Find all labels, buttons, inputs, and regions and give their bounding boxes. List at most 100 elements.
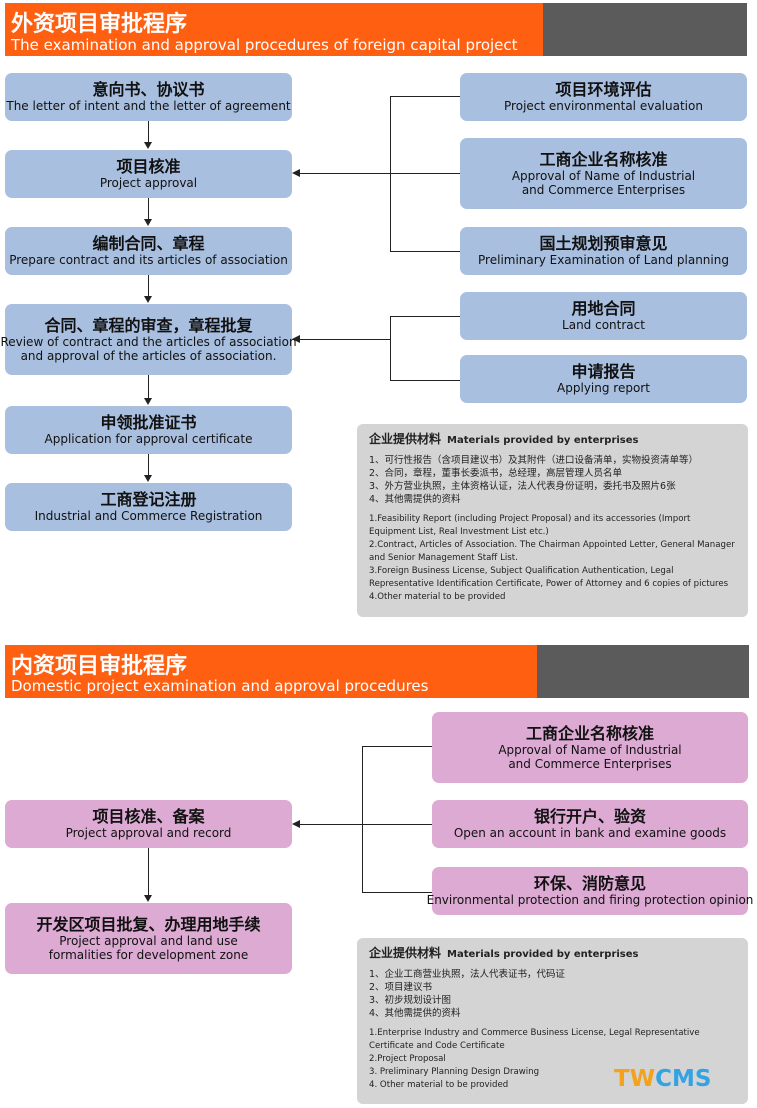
bracket-line [300, 339, 390, 340]
materials-list-en: 1.Enterprise Industry and Commerce Busin… [369, 1027, 738, 1092]
side-label-zh: 国土规划预审意见 [539, 234, 668, 254]
bracket-line [362, 746, 432, 747]
foreign-title-en: The examination and approval procedures … [11, 36, 518, 54]
flow-arrow [144, 219, 152, 226]
flow-connector [148, 198, 149, 220]
flow-connector [148, 375, 149, 399]
bracket-line [362, 746, 363, 892]
domestic-step-development-zone: 开发区项目批复、办理用地手续 Project approval and land… [5, 903, 292, 974]
materials-list-zh: 1、企业工商营业执照，法人代表证书，代码证 2、项目建议书 3、初步规划设计图 … [369, 968, 738, 1020]
side-label-zh: 工商企业名称核准 [539, 149, 668, 169]
foreign-step-registration: 工商登记注册 Industrial and Commerce Registrat… [5, 483, 292, 531]
side-label-en-line2: and Commerce Enterprises [521, 183, 686, 198]
foreign-title-zh: 外资项目审批程序 [11, 12, 188, 37]
step-label-zh: 编制合同、章程 [92, 234, 205, 254]
foreign-step-approval-certificate: 申领批准证书 Application for approval certific… [5, 406, 292, 454]
flow-arrow [144, 142, 152, 149]
step-label-en-line2: and approval of the articles of associat… [20, 349, 277, 364]
step-label-zh: 开发区项目批复、办理用地手续 [36, 914, 261, 934]
bracket-line [300, 173, 460, 174]
step-label-en: The letter of intent and the letter of a… [6, 99, 291, 114]
flow-arrow [292, 335, 300, 343]
domestic-header-banner: 内资项目审批程序 Domestic project examination an… [5, 645, 749, 698]
step-label-en: Application for approval certificate [44, 432, 253, 447]
flow-connector [148, 121, 149, 143]
materials-item: 2、项目建议书 [369, 982, 433, 993]
step-label-en-line1: Project approval and land use [59, 933, 238, 948]
logo-part-tw: TW [614, 1066, 656, 1092]
materials-item: 2.Contract, Articles of Association. The… [369, 540, 735, 563]
side-label-zh: 银行开户、验资 [533, 807, 646, 827]
step-label-en: Project approval [99, 176, 198, 191]
side-label-en-line1: Approval of Name of Industrial [498, 742, 682, 757]
domestic-side-bank-account: 银行开户、验资 Open an account in bank and exam… [432, 800, 748, 848]
domestic-title-en: Domestic project examination and approva… [11, 677, 429, 695]
step-label-en: Project approval and record [65, 826, 232, 841]
bracket-line [390, 316, 391, 380]
flow-arrow [292, 820, 300, 828]
step-label-zh: 意向书、协议书 [92, 80, 205, 100]
materials-item: 3、初步规划设计图 [369, 995, 452, 1006]
flow-connector [148, 275, 149, 297]
materials-item: 2、合同，章程，董事长委派书，总经理，高层管理人员名单 [369, 468, 623, 479]
step-label-en: Prepare contract and its articles of ass… [9, 253, 288, 268]
side-label-en-line2: and Commerce Enterprises [508, 757, 672, 772]
materials-item: 4、其他需提供的资料 [369, 1008, 461, 1019]
materials-item: 3、外方营业执照，主体资格认证，法人代表身份证明，委托书及照片6张 [369, 481, 676, 492]
step-label-en: Industrial and Commerce Registration [34, 509, 263, 524]
domestic-step-approval-record: 项目核准、备案 Project approval and record [5, 800, 292, 848]
foreign-side-land-planning: 国土规划预审意见 Preliminary Examination of Land… [460, 227, 747, 275]
domestic-side-name-approval: 工商企业名称核准 Approval of Name of Industrial … [432, 712, 748, 783]
bracket-line [390, 251, 460, 252]
flow-arrow [144, 895, 152, 902]
step-label-en-line2: formalities for development zone [48, 948, 249, 963]
foreign-step-intent: 意向书、协议书 The letter of intent and the let… [5, 73, 292, 121]
flow-arrow [144, 296, 152, 303]
bracket-line [390, 96, 460, 97]
materials-item: 4.Other material to be provided [369, 592, 506, 602]
flow-arrow [292, 169, 300, 177]
foreign-side-name-approval: 工商企业名称核准 Approval of Name of Industrial … [460, 138, 747, 209]
side-label-en: Project environmental evaluation [504, 99, 703, 114]
twcms-logo: TWCMS [614, 1066, 711, 1092]
flow-connector [148, 454, 149, 476]
materials-item: 1.Enterprise Industry and Commerce Busin… [369, 1028, 700, 1051]
materials-item: 4、其他需提供的资料 [369, 494, 461, 505]
materials-item: 3.Foreign Business License, Subject Qual… [369, 566, 729, 589]
side-label-zh: 工商企业名称核准 [525, 723, 654, 743]
materials-item: 1.Feasibility Report (including Project … [369, 514, 691, 537]
side-label-en: Applying report [557, 381, 650, 396]
materials-item: 1、企业工商营业执照，法人代表证书，代码证 [369, 969, 566, 980]
step-label-zh: 项目核准 [116, 157, 181, 177]
materials-item: 3. Preliminary Planning Design Drawing [369, 1067, 540, 1077]
foreign-step-project-approval: 项目核准 Project approval [5, 150, 292, 198]
step-label-zh: 申领批准证书 [100, 413, 197, 433]
foreign-header-accent [5, 3, 543, 56]
side-label-zh: 项目环境评估 [555, 80, 652, 100]
logo-part-cms: CMS [655, 1066, 712, 1092]
step-label-zh: 工商登记注册 [100, 490, 197, 510]
materials-heading-en: Materials provided by enterprises [447, 949, 639, 960]
flow-connector [148, 848, 149, 896]
step-label-en-line1: Review of contract and the articles of a… [0, 334, 297, 349]
foreign-side-applying-report: 申请报告 Applying report [460, 355, 747, 403]
step-label-zh: 项目核准、备案 [92, 807, 205, 827]
foreign-side-environment: 项目环境评估 Project environmental evaluation [460, 73, 747, 121]
side-label-zh: 申请报告 [571, 362, 636, 382]
side-label-en: Land contract [562, 318, 645, 333]
bracket-line [390, 380, 460, 381]
materials-item: 1、可行性报告（含项目建议书）及其附件（进口设备清单，实物投资清单等） [369, 455, 699, 466]
side-label-en: Preliminary Examination of Land planning [478, 253, 729, 268]
step-label-zh: 合同、章程的审查，章程批复 [44, 315, 253, 335]
flow-arrow [144, 398, 152, 405]
materials-list-en: 1.Feasibility Report (including Project … [369, 513, 738, 604]
side-label-en: Open an account in bank and examine good… [453, 826, 727, 841]
foreign-step-review-contract: 合同、章程的审查，章程批复 Review of contract and the… [0, 304, 297, 375]
domestic-header-accent [5, 645, 537, 698]
foreign-header-banner: 外资项目审批程序 The examination and approval pr… [5, 3, 747, 56]
bracket-line [362, 892, 432, 893]
materials-heading-zh: 企业提供材料 [369, 432, 442, 446]
